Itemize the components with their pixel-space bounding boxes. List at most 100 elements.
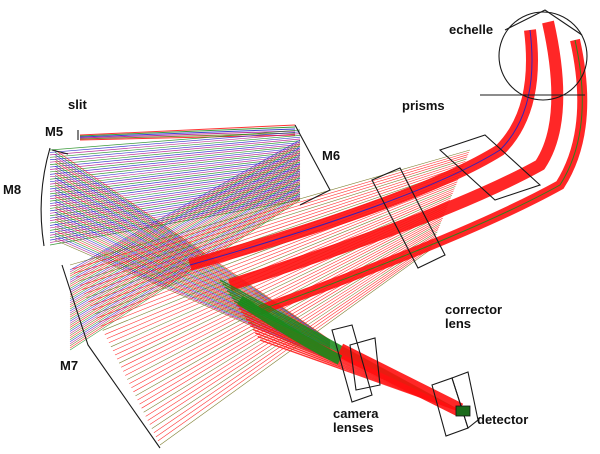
ray-m6-to-m7	[69, 173, 301, 316]
echelle-grating	[504, 9, 583, 36]
ray-m8-to-m6	[49, 133, 301, 156]
ray-m8-to-m6	[49, 131, 301, 153]
ray-m8-to-m6	[49, 163, 301, 197]
prisms-label: prisms	[402, 98, 445, 113]
ray-m6-to-m7	[69, 165, 301, 306]
m8-mirror	[40, 147, 51, 247]
ray-m6-to-m7	[69, 141, 301, 273]
ray-m8-to-m6	[49, 145, 301, 173]
m6-label: M6	[322, 148, 341, 163]
ray-m6-to-m7	[69, 182, 301, 328]
ray-m6-to-m7	[69, 185, 301, 332]
ray-m6-to-m7	[69, 159, 301, 297]
m7-mirror	[61, 264, 161, 449]
ray-m6-to-m7	[69, 190, 301, 338]
prism-lower	[371, 167, 446, 269]
detector	[455, 405, 471, 417]
ray-m8-to-m6	[49, 136, 301, 161]
beam-edge-green	[259, 39, 583, 311]
ray-m8-to-m6	[49, 176, 301, 214]
ray-slit-to-m6	[79, 134, 296, 141]
ray-m7-to-prisms	[71, 151, 470, 270]
ray-m6-to-m7	[69, 155, 301, 291]
corrector-lens	[331, 324, 373, 403]
ray-slit-to-m6	[79, 130, 296, 139]
ray-m8-to-m6	[49, 151, 301, 180]
ray-m6-to-m7	[69, 184, 301, 330]
m5-mirror	[51, 149, 69, 155]
m5-label: M5	[45, 124, 64, 139]
ray-m6-to-m7	[69, 152, 301, 287]
ray-m7-to-prisms	[133, 220, 442, 393]
ray-m6-to-m7	[69, 142, 301, 275]
ray-m8-to-m7	[54, 152, 331, 341]
m8-label: M8	[3, 182, 22, 197]
corrector-lens-label: corrector lens	[445, 302, 503, 331]
ray-m7-to-prisms	[98, 181, 458, 323]
camera-lenses-label: camera lenses	[333, 406, 379, 435]
ray-m6-to-m7	[69, 196, 301, 347]
ray-m7-to-prisms	[123, 208, 447, 372]
ray-m7-to-prisms	[135, 222, 442, 397]
ray-m7-to-prisms	[86, 167, 463, 299]
ray-m8-to-m6	[49, 149, 301, 178]
m7-label: M7	[60, 358, 79, 373]
ray-m6-to-m7	[69, 199, 301, 351]
echelle-grating-outline	[498, 11, 588, 101]
ray-m7-to-prisms	[82, 163, 465, 290]
ray-m7-to-prisms	[125, 211, 446, 376]
ray-m6-to-m7	[69, 187, 301, 334]
beam-edge-blue	[189, 29, 533, 266]
ray-bundles	[49, 20, 588, 446]
ray-m8-to-m7	[54, 154, 331, 342]
ray-m7-to-prisms	[76, 156, 468, 278]
ray-m7-to-prisms	[137, 224, 441, 401]
ray-m8-to-m6	[49, 142, 301, 168]
ray-m6-to-m7	[69, 161, 301, 299]
ray-m6-to-m7	[69, 172, 301, 314]
optical-elements	[40, 9, 588, 449]
camera-lens-side	[451, 371, 479, 429]
beam-echelle-2	[228, 20, 564, 291]
ray-m8-to-m7	[54, 223, 331, 357]
ray-m7-to-prisms	[74, 154, 469, 274]
ray-m6-to-m7	[69, 178, 301, 322]
ray-m7-to-prisms	[69, 149, 471, 266]
ray-m7-to-prisms	[78, 158, 467, 282]
ray-m7-to-prisms	[100, 183, 457, 327]
ray-m7-to-prisms	[104, 188, 455, 335]
ray-m8-to-m6	[49, 129, 301, 151]
ray-m8-to-m6	[49, 144, 301, 170]
ray-m8-to-m6	[49, 187, 301, 229]
ray-m8-to-m6	[49, 161, 301, 195]
ray-m8-to-m6	[49, 147, 301, 175]
ray-m6-to-m7	[69, 139, 301, 271]
camera-lens-element	[349, 337, 381, 391]
ray-m6-to-m7	[69, 156, 301, 293]
beam-camera-green	[237, 295, 343, 365]
ray-m8-to-m6	[49, 140, 301, 165]
ray-m7-to-prisms	[102, 186, 456, 331]
ray-m8-to-m6	[49, 181, 301, 221]
ray-m8-to-m6	[49, 174, 301, 212]
ray-m6-to-m7	[69, 167, 301, 308]
ray-slit-to-m6	[79, 124, 296, 136]
ray-m6-to-m7	[69, 148, 301, 283]
m6-mirror	[294, 124, 331, 206]
ray-m6-to-m7	[69, 153, 301, 289]
ray-m7-to-prisms	[84, 165, 464, 294]
ray-m8-to-m6	[49, 135, 301, 158]
detector-label: detector	[477, 412, 529, 427]
ray-m6-to-m7	[69, 164, 301, 304]
ray-m6-to-m7	[69, 176, 301, 320]
ray-slit-to-m6	[79, 132, 296, 140]
ray-slit-to-m6	[79, 126, 296, 137]
ray-slit-to-m6	[79, 128, 296, 138]
echelle-label: echelle	[449, 22, 494, 37]
ray-m6-to-m7	[69, 170, 301, 312]
ray-m8-to-m7	[54, 165, 331, 344]
beam-camera	[336, 343, 464, 417]
ray-m6-to-m7	[69, 188, 301, 336]
